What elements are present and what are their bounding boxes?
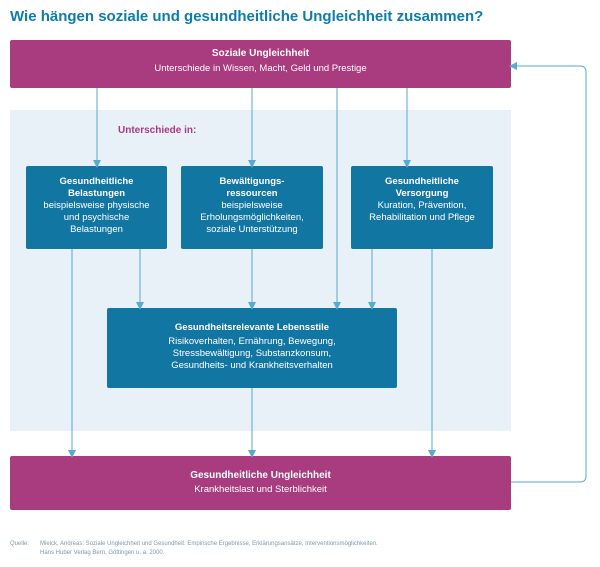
social-inequality-title: Soziale Ungleichheit <box>211 48 310 59</box>
source-label: Quelle: <box>10 541 30 547</box>
lifestyle-box: Gesundheitsrelevante Lebensstile Risikov… <box>107 308 397 388</box>
coping-resources-text: beispielsweise Erholungsmöglichkeiten, s… <box>200 200 304 235</box>
source-line-2: Hans Huber Verlag Bern, Göttingen u. a. … <box>40 550 165 556</box>
source-line-1: Mielck, Andreas: Soziale Ungleichheit un… <box>40 541 378 547</box>
lifestyle-title: Gesundheitsrelevante Lebensstile <box>174 322 330 333</box>
social-inequality-box: Soziale Ungleichheit Unterschiede in Wis… <box>10 40 511 88</box>
health-burdens-text: beispielsweise physische und psychische … <box>43 200 150 235</box>
health-care-box: Gesundheitliche Versorgung Kuration, Prä… <box>351 166 493 249</box>
health-care-title: Gesundheitliche Versorgung <box>385 176 459 199</box>
health-care-text: Kuration, Prävention, Rehabilitation und… <box>369 200 475 223</box>
health-inequality-text: Krankheitslast und Sterblichkeit <box>194 484 327 495</box>
health-burdens-box: Gesundheitliche Belastungen beispielswei… <box>26 166 167 249</box>
health-inequality-title: Gesundheitliche Ungleichheit <box>190 470 331 481</box>
lifestyle-text: Risikoverhalten, Ernährung, Bewegung, St… <box>168 336 336 371</box>
panel-label: Unterschiede in: <box>118 125 197 136</box>
arrow-feedback-loop <box>509 62 587 483</box>
health-burdens-title: Gesundheitliche Belastungen <box>59 176 134 199</box>
coping-resources-title: Bewältigungs-ressourcen <box>219 176 285 199</box>
health-inequality-box: Gesundheitliche Ungleichheit Krankheitsl… <box>10 456 511 510</box>
page-title: Wie hängen soziale und gesundheitliche U… <box>10 8 484 25</box>
social-inequality-text: Unterschiede in Wissen, Macht, Geld und … <box>154 63 367 74</box>
source-text: Mielck, Andreas: Soziale Ungleichheit un… <box>40 540 378 558</box>
coping-resources-box: Bewältigungs-ressourcen beispielsweise E… <box>181 166 323 249</box>
